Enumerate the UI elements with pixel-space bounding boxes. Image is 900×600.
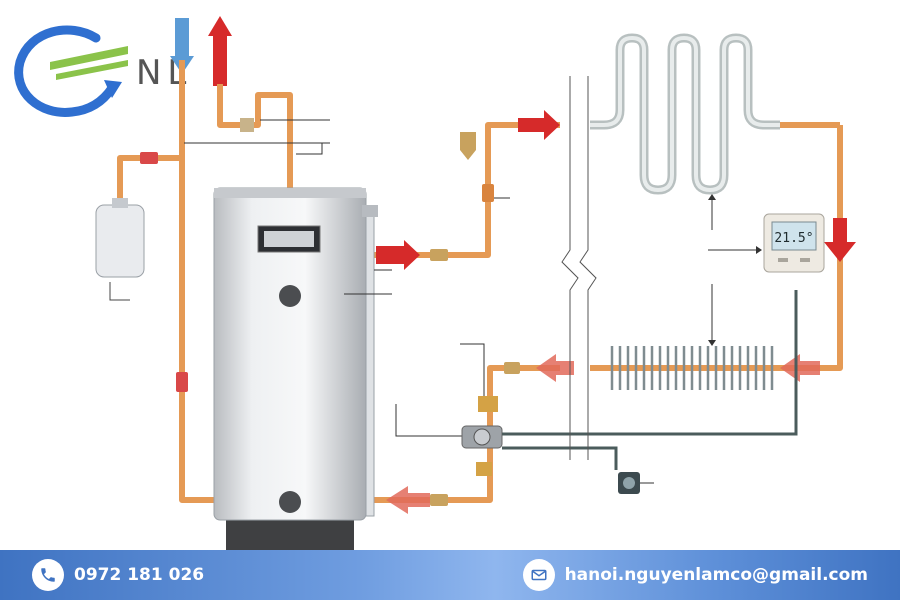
expansion-vessel (95, 198, 145, 301)
thermostat-display: 21.5° (774, 231, 813, 246)
wall-section (561, 76, 597, 460)
email-address: hanoi.nguyenlamco@gmail.com (564, 565, 868, 585)
flow-arrow-left (780, 354, 820, 382)
brand-logo: NL (14, 25, 186, 117)
logo-swoosh-icon (14, 25, 117, 117)
flow-arrow-right (518, 110, 560, 140)
thermostat: 21.5° (763, 213, 825, 273)
flow-arrow-left (536, 354, 574, 382)
hot-outlet-arrow (208, 16, 232, 36)
email-contact[interactable]: hanoi.nguyenlamco@gmail.com (522, 559, 868, 591)
valve-icon (504, 362, 520, 374)
contact-footer: 0972 181 026 hanoi.nguyenlamco@gmail.com (0, 550, 900, 600)
logo-stripe-icon (50, 46, 128, 70)
valve-icon (140, 152, 158, 164)
radiator-fins (610, 346, 774, 390)
cold-inlet-arrow (175, 18, 189, 58)
tap-icon (460, 132, 476, 160)
circulation-pump (461, 290, 798, 476)
flow-arrow-right (376, 240, 420, 270)
mail-icon (522, 559, 555, 591)
tank-port-upper (279, 285, 301, 307)
storage-tank (213, 187, 378, 578)
phone-contact[interactable]: 0972 181 026 (32, 559, 204, 591)
valve-icon (482, 184, 494, 202)
tank-port-lower (279, 491, 301, 513)
valve-icon (430, 249, 448, 261)
phone-number: 0972 181 026 (74, 565, 205, 585)
valve-icon (240, 118, 254, 132)
phone-icon (32, 559, 64, 591)
valve-icon (430, 494, 448, 506)
flow-arrow-down (824, 218, 856, 262)
logo-arrow-icon (104, 80, 122, 98)
valve-icon (176, 372, 188, 392)
flow-arrow-left (386, 486, 430, 514)
